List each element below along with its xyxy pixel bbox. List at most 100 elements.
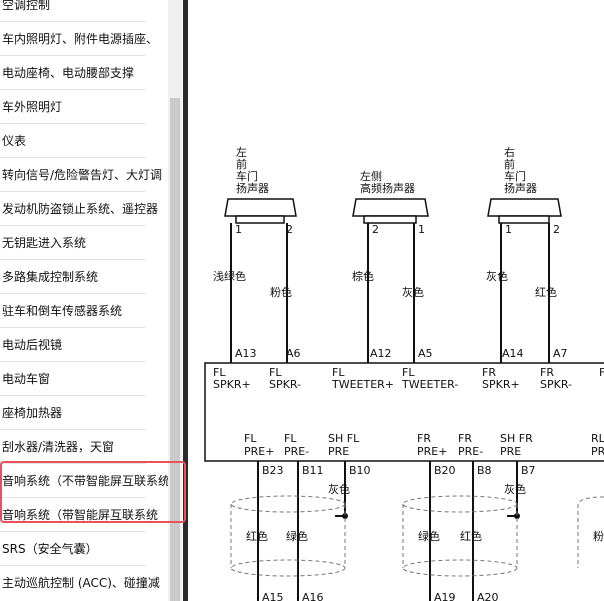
signal-label: FL	[284, 432, 297, 445]
speaker-label: 高频扬声器	[360, 181, 415, 195]
terminal-label: A6	[286, 347, 301, 360]
pin-number: 2	[372, 223, 379, 236]
sidebar-divider	[0, 395, 146, 396]
wire-color-label: 灰色	[402, 285, 424, 299]
sidebar-divider	[0, 55, 146, 56]
terminal-label: B10	[349, 464, 371, 477]
sidebar-item-power-seats[interactable]: 电动座椅、电动腰部支撑	[2, 66, 135, 80]
sidebar-divider	[0, 123, 146, 124]
wire-color-label: 浅绿色	[213, 269, 246, 283]
sidebar-scrollbar-thumb[interactable]	[170, 98, 180, 601]
sidebar-item-srs[interactable]: SRS（安全气囊）	[2, 542, 98, 556]
sidebar-item-audio-with-link[interactable]: 音响系统（带智能屏互联系统	[2, 508, 159, 522]
speaker-icon	[487, 198, 562, 217]
signal-label: FL	[332, 366, 345, 379]
speaker-label: 左侧	[360, 170, 382, 183]
sidebar-divider	[0, 191, 146, 192]
sidebar-item-interior-lights[interactable]: 车内照明灯、附件电源插座、	[2, 32, 159, 46]
sidebar-item-audio-without-link[interactable]: 音响系统（不带智能屏互联系统	[2, 474, 168, 488]
speaker-label: 车门	[504, 169, 526, 183]
terminal-label: A15	[262, 591, 284, 601]
signal-label: FL	[269, 366, 282, 379]
terminal-label: A7	[553, 347, 568, 360]
terminal-label: A5	[418, 347, 433, 360]
pin-number: 1	[418, 223, 425, 236]
sidebar-divider	[0, 293, 146, 294]
signal-label: SPKR-	[540, 378, 572, 391]
signal-label: FL	[402, 366, 415, 379]
sidebar-item-gauges[interactable]: 仪表	[2, 134, 27, 148]
terminal-label: B11	[302, 464, 324, 477]
sidebar-item-exterior-lights[interactable]: 车外照明灯	[2, 100, 63, 114]
wire-color-label: 粉色	[270, 285, 292, 299]
speaker-label: 扬声器	[504, 181, 537, 195]
terminal-label: A19	[434, 591, 456, 601]
signal-label: FR	[458, 432, 472, 445]
signal-label: SH FL	[328, 432, 360, 445]
audio-unit-box	[204, 362, 604, 462]
sidebar-divider	[0, 463, 146, 464]
lower-connector-signals: FL PRE+ FL PRE- SH FL PRE FR PRE+ FR PRE…	[244, 432, 604, 458]
sidebar-item-seat-heaters[interactable]: 座椅加热器	[2, 406, 63, 420]
sidebar-divider	[0, 259, 146, 260]
sidebar-item-power-mirrors[interactable]: 电动后视镜	[2, 338, 63, 352]
pin-number: 1	[505, 223, 512, 236]
speaker-label: 前	[504, 157, 515, 171]
wire-color-label: 红色	[460, 529, 482, 543]
signal-label: FL	[213, 366, 226, 379]
signal-label: PRE-	[284, 445, 309, 458]
sidebar-item-wipers-sunroof[interactable]: 刮水器/清洗器，天窗	[2, 440, 115, 454]
sidebar-divider	[0, 429, 146, 430]
wire-color-label: 绿色	[418, 529, 440, 543]
sidebar-item-turn-signals[interactable]: 转向信号/危险警告灯、大灯调	[2, 168, 163, 182]
speaker-icon	[224, 198, 297, 217]
signal-label: SH FR	[500, 432, 533, 445]
speaker-label: 前	[236, 157, 247, 171]
signal-label: SPKR+	[213, 378, 251, 391]
speaker-label: 左	[236, 146, 247, 159]
wiring-diagram: 左 前 车门 扬声器 1 2 浅绿色 粉色 A13 A6 FL SPKR+ FL…	[188, 0, 604, 601]
wire-color-label: 粉	[593, 530, 604, 543]
sidebar-divider	[0, 157, 146, 158]
signal-label: PRE	[500, 445, 521, 458]
wire-color-label: 红色	[246, 529, 268, 543]
sidebar-item-acc[interactable]: 主动巡航控制 (ACC)、碰撞减	[2, 576, 160, 590]
speaker-left-front-door: 左 前 车门 扬声器 1 2 浅绿色 粉色 A13 A6 FL SPKR+ FL…	[213, 146, 301, 391]
sidebar-item-multiplex-control[interactable]: 多路集成控制系统	[2, 270, 99, 284]
wire-color-label: 灰色	[504, 482, 526, 496]
sidebar-item-immobilizer[interactable]: 发动机防盗锁止系统、遥控器	[2, 202, 159, 216]
signal-label: FR	[482, 366, 496, 379]
sidebar-item-parking-sensors[interactable]: 驻车和倒车传感器系统	[2, 304, 123, 318]
speaker-icon	[363, 215, 417, 224]
signal-label: SPKR-	[269, 378, 301, 391]
speaker-icon	[235, 215, 285, 224]
shield-outline	[230, 495, 604, 577]
speaker-left-tweeter: 左侧 高频扬声器 2 1 棕色 灰色 A12 A5 FL TWEETER+ FL…	[331, 170, 458, 391]
signal-label: FR	[540, 366, 554, 379]
wire-color-label: 灰色	[328, 482, 350, 496]
terminal-label: B8	[477, 464, 492, 477]
sidebar-divider	[0, 531, 146, 532]
terminal-label: B23	[262, 464, 284, 477]
speaker-label: 车门	[236, 169, 258, 183]
wire-color-label: 红色	[535, 285, 557, 299]
terminal-label: A20	[477, 591, 499, 601]
signal-label: TWEETER+	[331, 378, 394, 391]
terminal-label: A12	[370, 347, 392, 360]
speaker-icon	[498, 215, 550, 224]
sidebar-item-power-windows[interactable]: 电动车窗	[2, 372, 51, 386]
signal-label: PRE	[328, 445, 349, 458]
sidebar-item-keyless-entry[interactable]: 无钥匙进入系统	[2, 236, 87, 250]
signal-label: SPKR+	[482, 378, 520, 391]
terminal-label: A14	[502, 347, 524, 360]
sidebar-divider	[0, 225, 146, 226]
pane-divider[interactable]	[183, 0, 188, 601]
sidebar-divider	[0, 21, 146, 22]
sidebar-divider	[0, 497, 146, 498]
signal-label: PRE	[591, 445, 604, 458]
terminal-label: A13	[235, 347, 257, 360]
pin-number: 1	[235, 223, 242, 236]
terminal-label: B7	[521, 464, 536, 477]
signal-label: RL	[591, 432, 604, 445]
sidebar-item-hvac[interactable]: 空调控制	[2, 0, 51, 12]
